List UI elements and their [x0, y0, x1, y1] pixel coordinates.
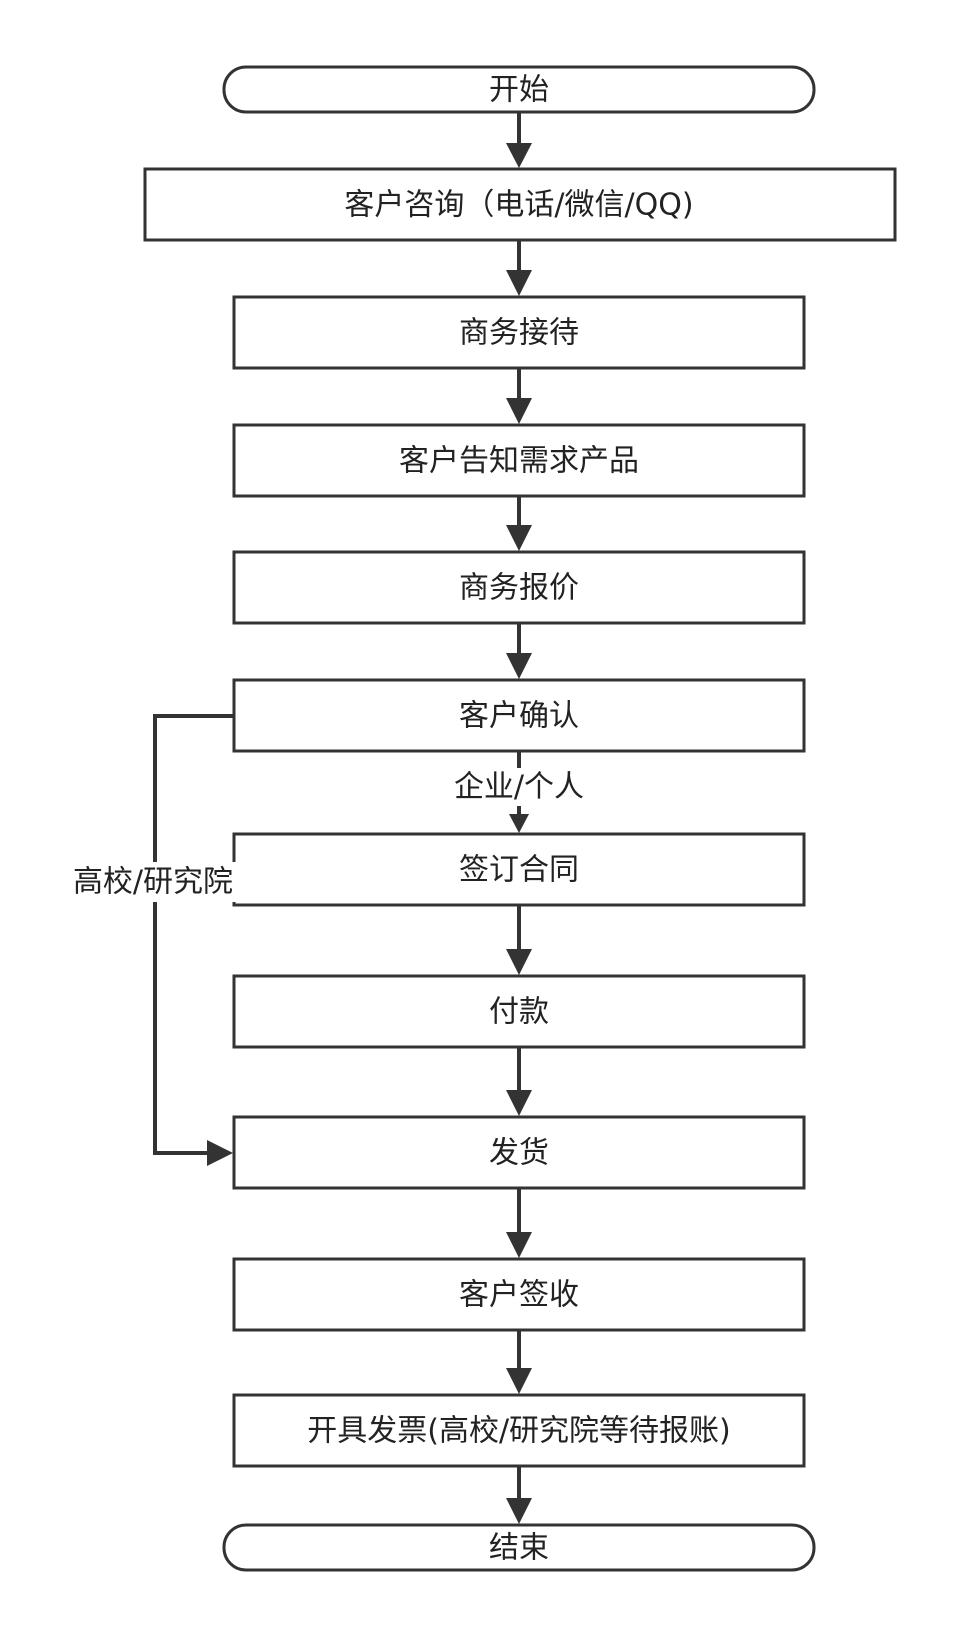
sign-label: 客户签收	[459, 1278, 579, 1313]
arrow-ship-to-sign	[506, 1188, 532, 1258]
arrow-confirm-to-ship-bypass: 高校/研究院	[66, 714, 240, 1166]
contract-label: 签订合同	[459, 853, 579, 888]
pay-node: 付款	[232, 974, 806, 1049]
enterprise-branch-label: 企业/个人	[454, 770, 584, 805]
arrow-sign-to-invoice	[506, 1330, 532, 1394]
ship-label: 发货	[489, 1136, 549, 1171]
inform-node: 客户告知需求产品	[232, 423, 806, 498]
consult-label: 客户咨询（电话/微信/QQ)	[344, 188, 693, 223]
arrow-quote-to-confirm	[506, 623, 532, 679]
invoice-node: 开具发票(高校/研究院等待报账)	[232, 1393, 806, 1468]
arrow-consult-to-reception	[506, 240, 532, 296]
consult-node: 客户咨询（电话/微信/QQ)	[143, 167, 897, 242]
ship-node: 发货	[232, 1115, 806, 1190]
reception-label: 商务接待	[459, 316, 579, 351]
invoice-label: 开具发票(高校/研究院等待报账)	[307, 1414, 731, 1449]
university-branch-label: 高校/研究院	[73, 865, 233, 900]
sign-node: 客户签收	[232, 1257, 806, 1332]
contract-node: 签订合同	[232, 832, 806, 907]
pay-label: 付款	[489, 995, 549, 1030]
arrow-reception-to-inform	[506, 368, 532, 424]
reception-node: 商务接待	[232, 295, 806, 370]
start-node: 开始	[222, 65, 816, 114]
end-label: 结束	[489, 1531, 549, 1566]
start-label: 开始	[489, 73, 549, 108]
arrow-contract-to-pay	[506, 905, 532, 975]
confirm-label: 客户确认	[459, 699, 579, 734]
quote-label: 商务报价	[459, 571, 579, 606]
end-node: 结束	[222, 1523, 816, 1572]
arrow-start-to-consult	[506, 112, 532, 168]
confirm-node: 客户确认	[232, 678, 806, 753]
arrow-pay-to-ship	[506, 1047, 532, 1116]
arrow-inform-to-quote	[506, 496, 532, 551]
arrow-confirm-to-contract: 企业/个人	[446, 751, 592, 833]
inform-label: 客户告知需求产品	[399, 444, 639, 479]
quote-node: 商务报价	[232, 550, 806, 625]
arrow-invoice-to-end	[506, 1466, 532, 1524]
